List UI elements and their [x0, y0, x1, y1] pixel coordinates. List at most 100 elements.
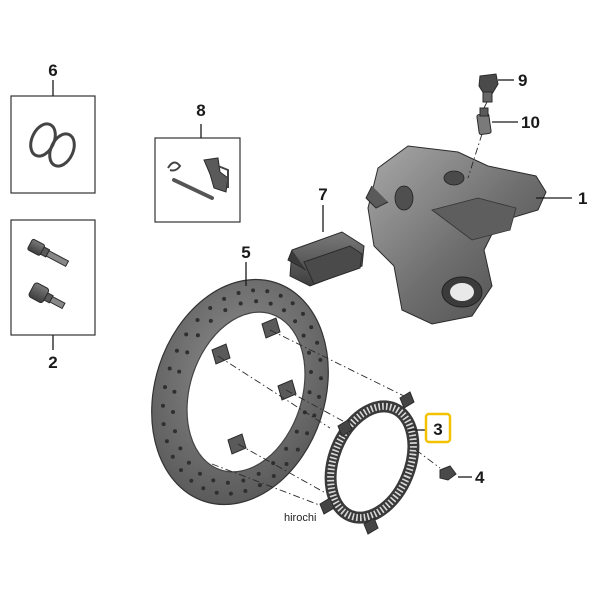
watermark-text: hirochi — [284, 512, 316, 524]
disc-drill-hole — [177, 369, 182, 374]
callout-4: 4 — [475, 468, 485, 487]
disc-drill-hole — [251, 288, 256, 293]
disc-drill-hole — [164, 439, 169, 444]
brake-caliper: 1 — [365, 145, 587, 325]
pad-pin — [172, 178, 214, 200]
bleed-valve: 10 — [467, 107, 540, 179]
disc-drill-hole — [268, 301, 273, 306]
assembly-lines — [211, 329, 405, 507]
disc-carrier-tab — [227, 433, 247, 455]
disc-drill-hole — [171, 410, 175, 414]
disc-drill-hole — [201, 486, 206, 491]
disc-drill-hole — [282, 308, 286, 313]
disc-drill-hole — [174, 348, 179, 353]
disc-drill-hole — [161, 422, 166, 427]
disc-drill-hole — [170, 454, 175, 459]
disc-drill-hole — [278, 293, 283, 298]
bolt — [27, 238, 70, 268]
disc-drill-hole — [163, 385, 167, 390]
disc-drill-hole — [208, 318, 213, 323]
disc-drill-hole — [173, 429, 177, 434]
disc-drill-hole — [186, 460, 191, 465]
disc-drill-hole — [228, 491, 233, 496]
callout-3: 3 — [433, 420, 442, 439]
disc-drill-hole — [214, 490, 219, 495]
disc-drill-hole — [284, 446, 289, 451]
disc-drill-hole — [208, 306, 213, 310]
callout-8: 8 — [196, 101, 205, 120]
brake-pad-friction — [303, 245, 363, 285]
abs-ring-lug — [337, 419, 353, 437]
disc-drill-hole — [238, 301, 243, 306]
disc-drill-hole — [315, 340, 320, 345]
disc-drill-hole — [305, 431, 310, 436]
disc-drill-hole — [257, 483, 262, 488]
abs-ring-lug — [363, 517, 379, 535]
disc-drill-hole — [236, 291, 241, 295]
box-bolts: 2 — [10, 219, 96, 372]
screw: 4 — [415, 449, 485, 487]
callout-5: 5 — [241, 243, 250, 262]
disc-drill-hole — [223, 308, 228, 313]
disc-drill-hole — [254, 299, 259, 304]
brake-pads: 7 — [287, 185, 365, 287]
pad-spring-arm — [217, 165, 229, 188]
brake-pad-tab — [287, 249, 307, 271]
callout-6: 6 — [48, 61, 57, 80]
disc-drill-hole — [290, 301, 295, 306]
disc-drill-hole — [189, 478, 194, 483]
disc-drill-hole — [241, 478, 246, 483]
abs-ring-teeth — [327, 402, 417, 522]
spring-clip — [167, 161, 182, 172]
disc-drill-hole — [319, 376, 323, 381]
caliper-body — [367, 145, 547, 325]
caliper-port — [443, 170, 465, 186]
disc-drill-hole — [256, 471, 261, 476]
disc-drill-hole — [312, 413, 317, 418]
disc-drill-hole — [317, 394, 321, 399]
disc-drill-hole — [172, 389, 177, 394]
box-bolts-frame — [10, 219, 96, 336]
disc-drill-hole — [301, 311, 305, 316]
caliper-ear — [365, 185, 389, 209]
disc-drill-hole — [185, 350, 190, 355]
disc-drill-holes — [161, 288, 323, 496]
disc-drill-hole — [294, 429, 299, 434]
disc-drill-hole — [318, 357, 323, 362]
bleed-cap: 9 — [478, 71, 527, 109]
disc-drill-hole — [222, 296, 227, 301]
disc-drill-hole — [243, 489, 248, 493]
caliper-mount-bore — [450, 283, 474, 301]
disc-drill-hole — [307, 390, 312, 395]
disc-drill-hole — [309, 370, 313, 374]
callout-3-highlight — [424, 412, 452, 444]
disc-drill-hole — [179, 468, 183, 473]
callout-9: 9 — [518, 71, 527, 90]
callout-1: 1 — [578, 189, 587, 208]
disc-drill-hole — [198, 471, 202, 476]
disc-drill-hole — [167, 366, 172, 371]
abs-sensor-ring: 3 — [319, 391, 452, 535]
callout-2: 2 — [48, 353, 57, 372]
disc-drill-hole — [293, 319, 298, 324]
disc-drill-hole — [178, 446, 183, 451]
disc-drill-hole — [265, 289, 270, 294]
disc-drill-hole — [225, 480, 230, 485]
box-seals: 6 — [10, 61, 96, 194]
bolt — [28, 282, 66, 310]
disc-drill-hole — [161, 403, 165, 408]
disc-drill-hole — [195, 318, 200, 322]
disc-drill-hole — [307, 350, 311, 355]
callout-7: 7 — [318, 185, 327, 204]
disc-drill-hole — [271, 474, 276, 478]
disc-carrier-tab — [277, 379, 297, 401]
o-ring — [48, 132, 76, 168]
disc-carrier-tab — [211, 343, 231, 365]
disc-drill-hole — [211, 478, 216, 483]
assembly-line — [483, 101, 488, 109]
callout-10: 10 — [521, 113, 540, 132]
disc-drill-hole — [301, 333, 306, 338]
disc-drill-hole — [184, 332, 189, 337]
